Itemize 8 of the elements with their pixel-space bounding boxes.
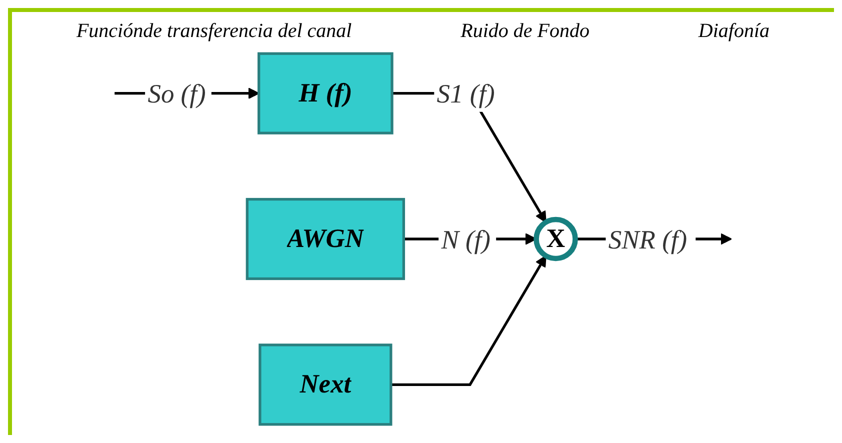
process-box: AWGN <box>246 198 406 280</box>
annotation-text: Diafonía <box>698 20 770 43</box>
annotation-text: Ruido de Fondo <box>460 20 590 43</box>
annotation-text: Funciónde transferencia del canal <box>76 20 352 43</box>
process-box: H (f) <box>258 52 394 134</box>
arrow <box>390 255 546 386</box>
mixer-circle: X <box>534 216 578 262</box>
process-box: Next <box>258 344 392 426</box>
